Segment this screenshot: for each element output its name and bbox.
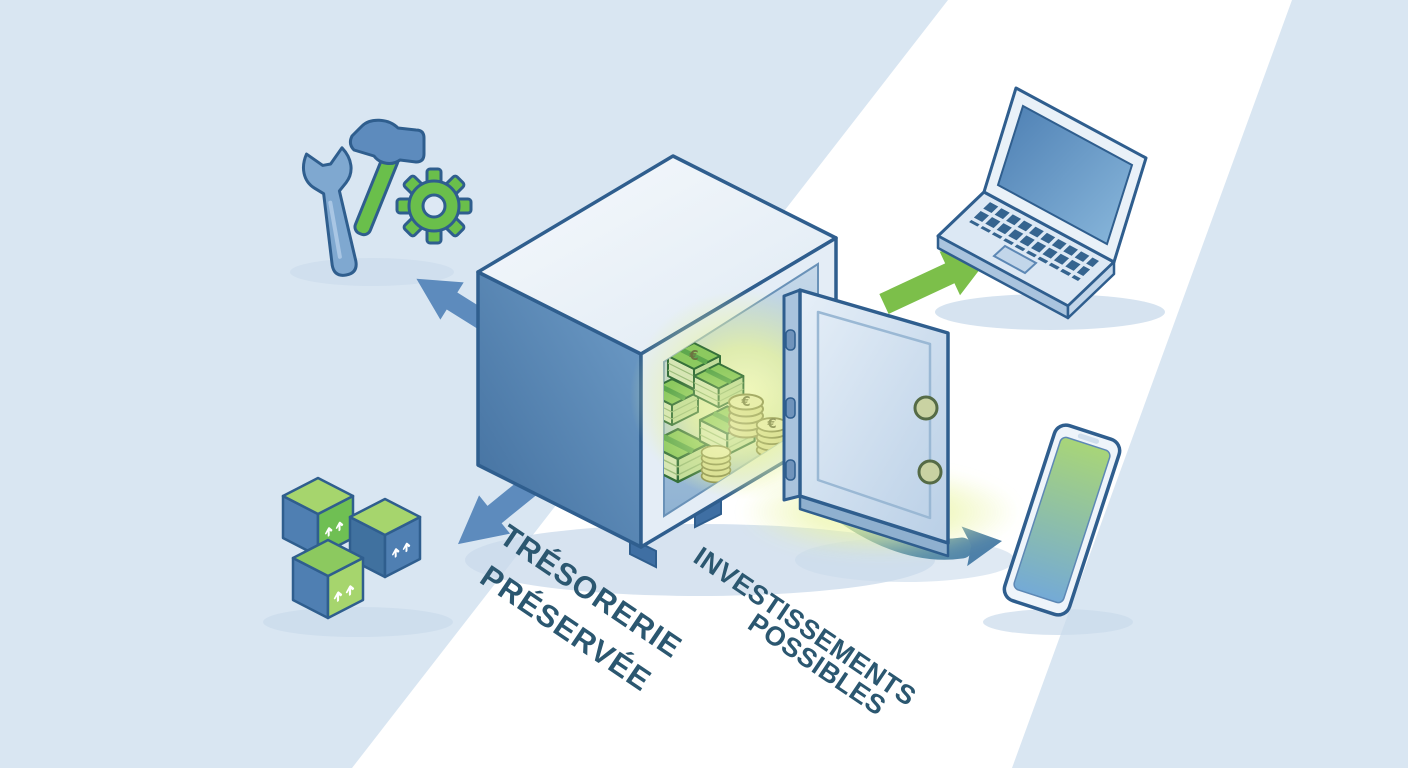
laptop-keyboard [969,202,1099,281]
tools-group [301,118,473,277]
door-face [798,288,950,545]
phone-shadow [983,609,1133,635]
door-bolt [913,395,939,421]
gear-icon [395,167,473,245]
laptop-icon [936,86,1148,320]
wrench-icon [301,146,358,277]
hammer-icon [348,118,426,237]
door-hinge [785,329,796,351]
door-inner-border [816,310,932,520]
shipping-boxes-icon [281,476,422,620]
laptop-screen [996,104,1134,246]
euro-symbol: € [688,349,698,364]
box-front [291,538,365,620]
safe-door [782,288,950,558]
smartphone-screen [1013,436,1111,604]
box-right [348,497,422,579]
arrow-up-right [879,251,992,314]
smartphone-speaker [1077,433,1100,444]
background-band-right [1012,0,1408,768]
door-hinge [785,397,796,419]
interior-glow-overlay [650,364,810,496]
boxes-shadow [263,607,453,637]
door-hinge [785,459,796,481]
open-safe-icon: € € € [476,154,1020,569]
smartphone-icon [1002,423,1122,617]
laptop-trackpad [992,244,1038,275]
laptop-shadow [935,294,1165,330]
door-bolt [917,459,943,485]
